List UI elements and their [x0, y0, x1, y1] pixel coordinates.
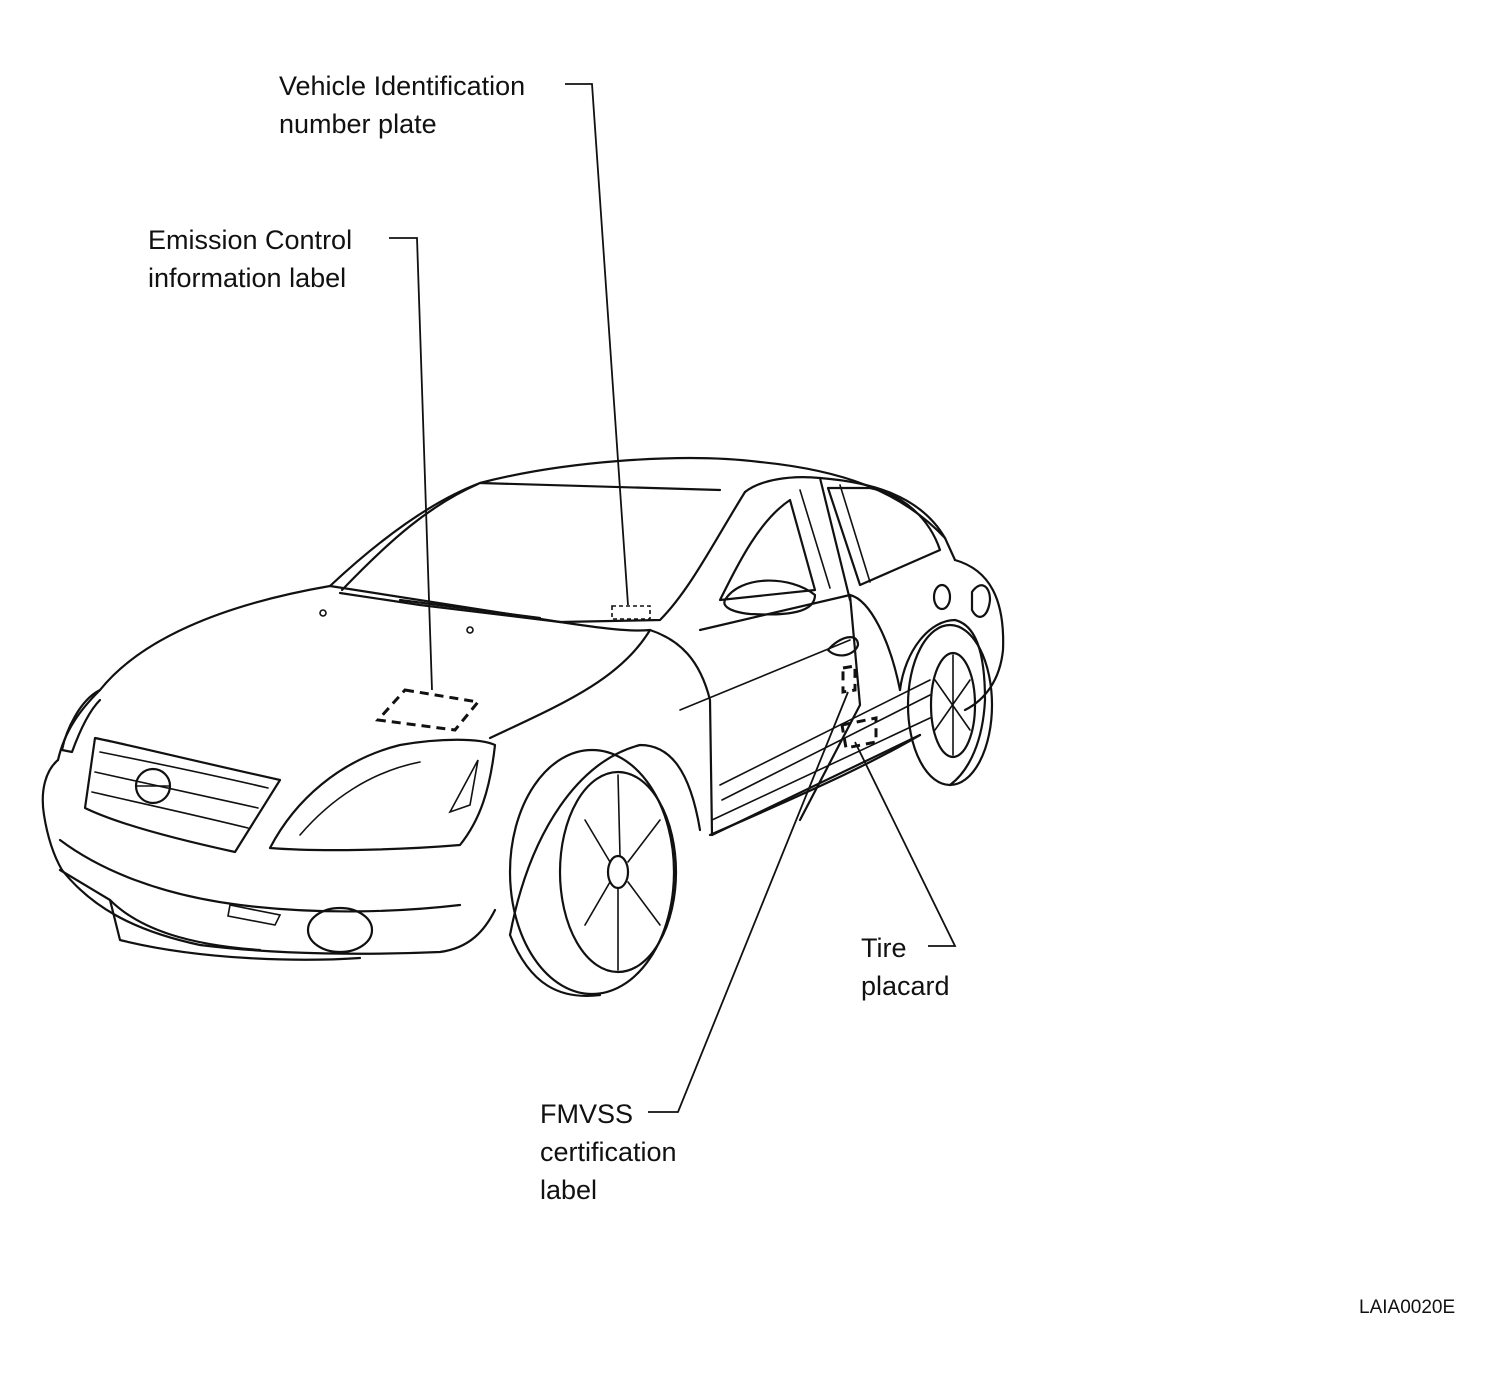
fmvss-label-callout-line-3: label: [540, 1175, 598, 1205]
car-side: [508, 476, 1005, 997]
emission-label-callout-line-2: information label: [148, 263, 347, 293]
vin-plate-callout-line-1: Vehicle Identification: [279, 71, 526, 101]
vin-leader-line: [565, 83, 629, 606]
vin-plate-marker: [611, 605, 651, 620]
vin-plate-callout-line-2: number plate: [279, 109, 437, 139]
fmvss-label-callout: FMVSS certification label: [540, 1095, 677, 1209]
label-location-markers: [374, 605, 878, 750]
leader-lines: [389, 83, 957, 1113]
tire-placard-callout-line-1: Tire: [861, 933, 907, 963]
fmvss-leader-line: [648, 691, 849, 1113]
fmvss-label-callout-line-1: FMVSS: [540, 1099, 634, 1129]
fmvss-label-callout-line-2: certification: [540, 1137, 677, 1167]
emission-label-callout-line-1: Emission Control: [148, 225, 353, 255]
emission-label-marker: [374, 688, 481, 732]
tire-placard-callout: Tire placard: [861, 929, 950, 1005]
emission-leader-line: [389, 237, 433, 691]
figure-code: LAIA0020E: [1359, 1297, 1456, 1318]
car-body: [41, 457, 947, 961]
emission-label-callout: Emission Control information label: [148, 221, 352, 297]
vin-plate-callout: Vehicle Identification number plate: [279, 67, 525, 143]
tire-placard-marker: [840, 716, 878, 750]
tire-placard-callout-line-2: placard: [861, 971, 950, 1001]
fmvss-label-marker: [841, 664, 857, 694]
tire-leader-line: [854, 741, 957, 947]
